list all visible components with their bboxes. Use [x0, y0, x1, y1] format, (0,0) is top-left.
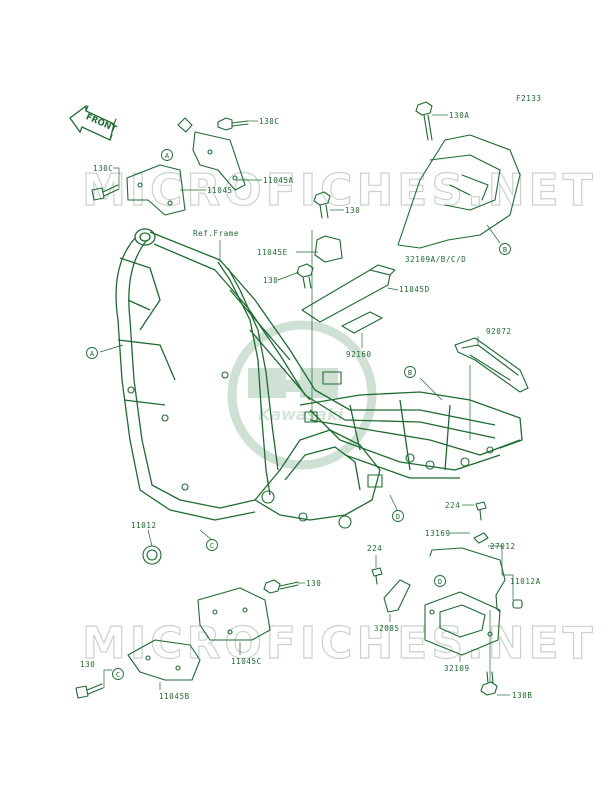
label-11045D: 11045D [399, 285, 430, 294]
part-11045D-plate [301, 264, 396, 323]
label-130C-left: 130C [93, 164, 113, 173]
label-11045A: 11045A [263, 176, 294, 185]
watermark: MICROFICHES.NET MICROFICHES.NET Kawasaki [81, 164, 597, 669]
callout-a-top-label: A [165, 152, 170, 160]
front-arrow-icon: FRONT [69, 104, 118, 141]
label-27012: 27012 [490, 542, 516, 551]
bolt-130B [480, 671, 498, 696]
label-11045B: 11045B [159, 692, 190, 701]
label-11045C: 11045C [231, 657, 262, 666]
callout-d-cover-label: D [438, 578, 442, 586]
part-13169-clip [473, 532, 489, 544]
label-130-left: 130 [263, 276, 278, 285]
label-32109ABCD: 32109A/B/C/D [405, 255, 466, 264]
bolt-130C-top [217, 117, 249, 131]
callout-b-seat-label: B [503, 246, 507, 254]
part-11012-grommet [142, 545, 162, 565]
label-224-right: 224 [445, 501, 460, 510]
leader-lines [99, 114, 514, 696]
callout-d-cover: D [434, 575, 446, 587]
label-ref-frame: Ref.Frame [193, 229, 239, 238]
callout-c-frame: C [206, 539, 218, 551]
callout-c-bracket-label: C [116, 671, 120, 679]
label-11045: 11045 [207, 186, 233, 195]
bolt-130-left [296, 263, 314, 289]
callout-b-frame: B [404, 366, 416, 378]
label-13169: 13169 [425, 529, 451, 538]
bolt-130-bl [75, 683, 104, 699]
motorcycle-frame [115, 228, 523, 529]
label-130-bl: 130 [80, 660, 95, 669]
part-11045B-bracket [127, 639, 201, 681]
callout-d-frame-label: D [396, 513, 400, 521]
part-92072-strap [454, 337, 529, 393]
label-130-mid: 130 [345, 206, 360, 215]
part-92160-pad [341, 311, 383, 334]
bolt-130-bottom [263, 579, 299, 594]
callout-b-frame-label: B [408, 369, 412, 377]
label-130B: 130B [512, 691, 532, 700]
label-130C-top: 130C [259, 117, 279, 126]
callout-b-seat: B [499, 243, 511, 255]
part-11045A-bracket [177, 117, 246, 191]
label-32109: 32109 [444, 664, 470, 673]
callout-a-left-label: A [90, 350, 95, 358]
watermark-logo-text: Kawasaki [258, 405, 344, 424]
callout-c-bracket: C [112, 668, 124, 680]
part-32109ABCD-cover [397, 134, 521, 249]
callout-a-left: A [86, 347, 98, 359]
part-224-bottom-screw [371, 567, 383, 585]
label-92160: 92160 [346, 350, 372, 359]
callout-d-frame: D [392, 510, 404, 522]
part-11045C-bracket [197, 587, 271, 641]
part-32085-bracket [383, 579, 411, 613]
label-92072: 92072 [486, 327, 512, 336]
part-11012A-cap [512, 599, 523, 609]
figure-id: F2133 [516, 94, 542, 103]
watermark-text-top: MICROFICHES.NET [82, 165, 597, 216]
label-32085: 32085 [374, 624, 400, 633]
part-11045E-bracket [314, 235, 343, 263]
part-224-right-bolt [475, 501, 487, 521]
part-11045-bracket [126, 164, 186, 216]
label-224-bottom: 224 [367, 544, 382, 553]
callout-a-top: A [161, 149, 173, 161]
label-11012: 11012 [131, 521, 157, 530]
label-130A: 130A [449, 111, 469, 120]
callout-c-frame-label: C [210, 542, 214, 550]
bolt-130A [415, 101, 433, 141]
watermark-text-bottom: MICROFICHES.NET [82, 618, 597, 669]
label-11045E: 11045E [257, 248, 288, 257]
bolt-130-mid [313, 191, 331, 219]
bolt-130C-left [91, 184, 120, 201]
label-130-bottom: 130 [306, 579, 321, 588]
label-11012A: 11012A [510, 577, 541, 586]
part-labels: 130C 130C 11045 11045A 130A 130 Ref.Fram… [80, 111, 541, 701]
